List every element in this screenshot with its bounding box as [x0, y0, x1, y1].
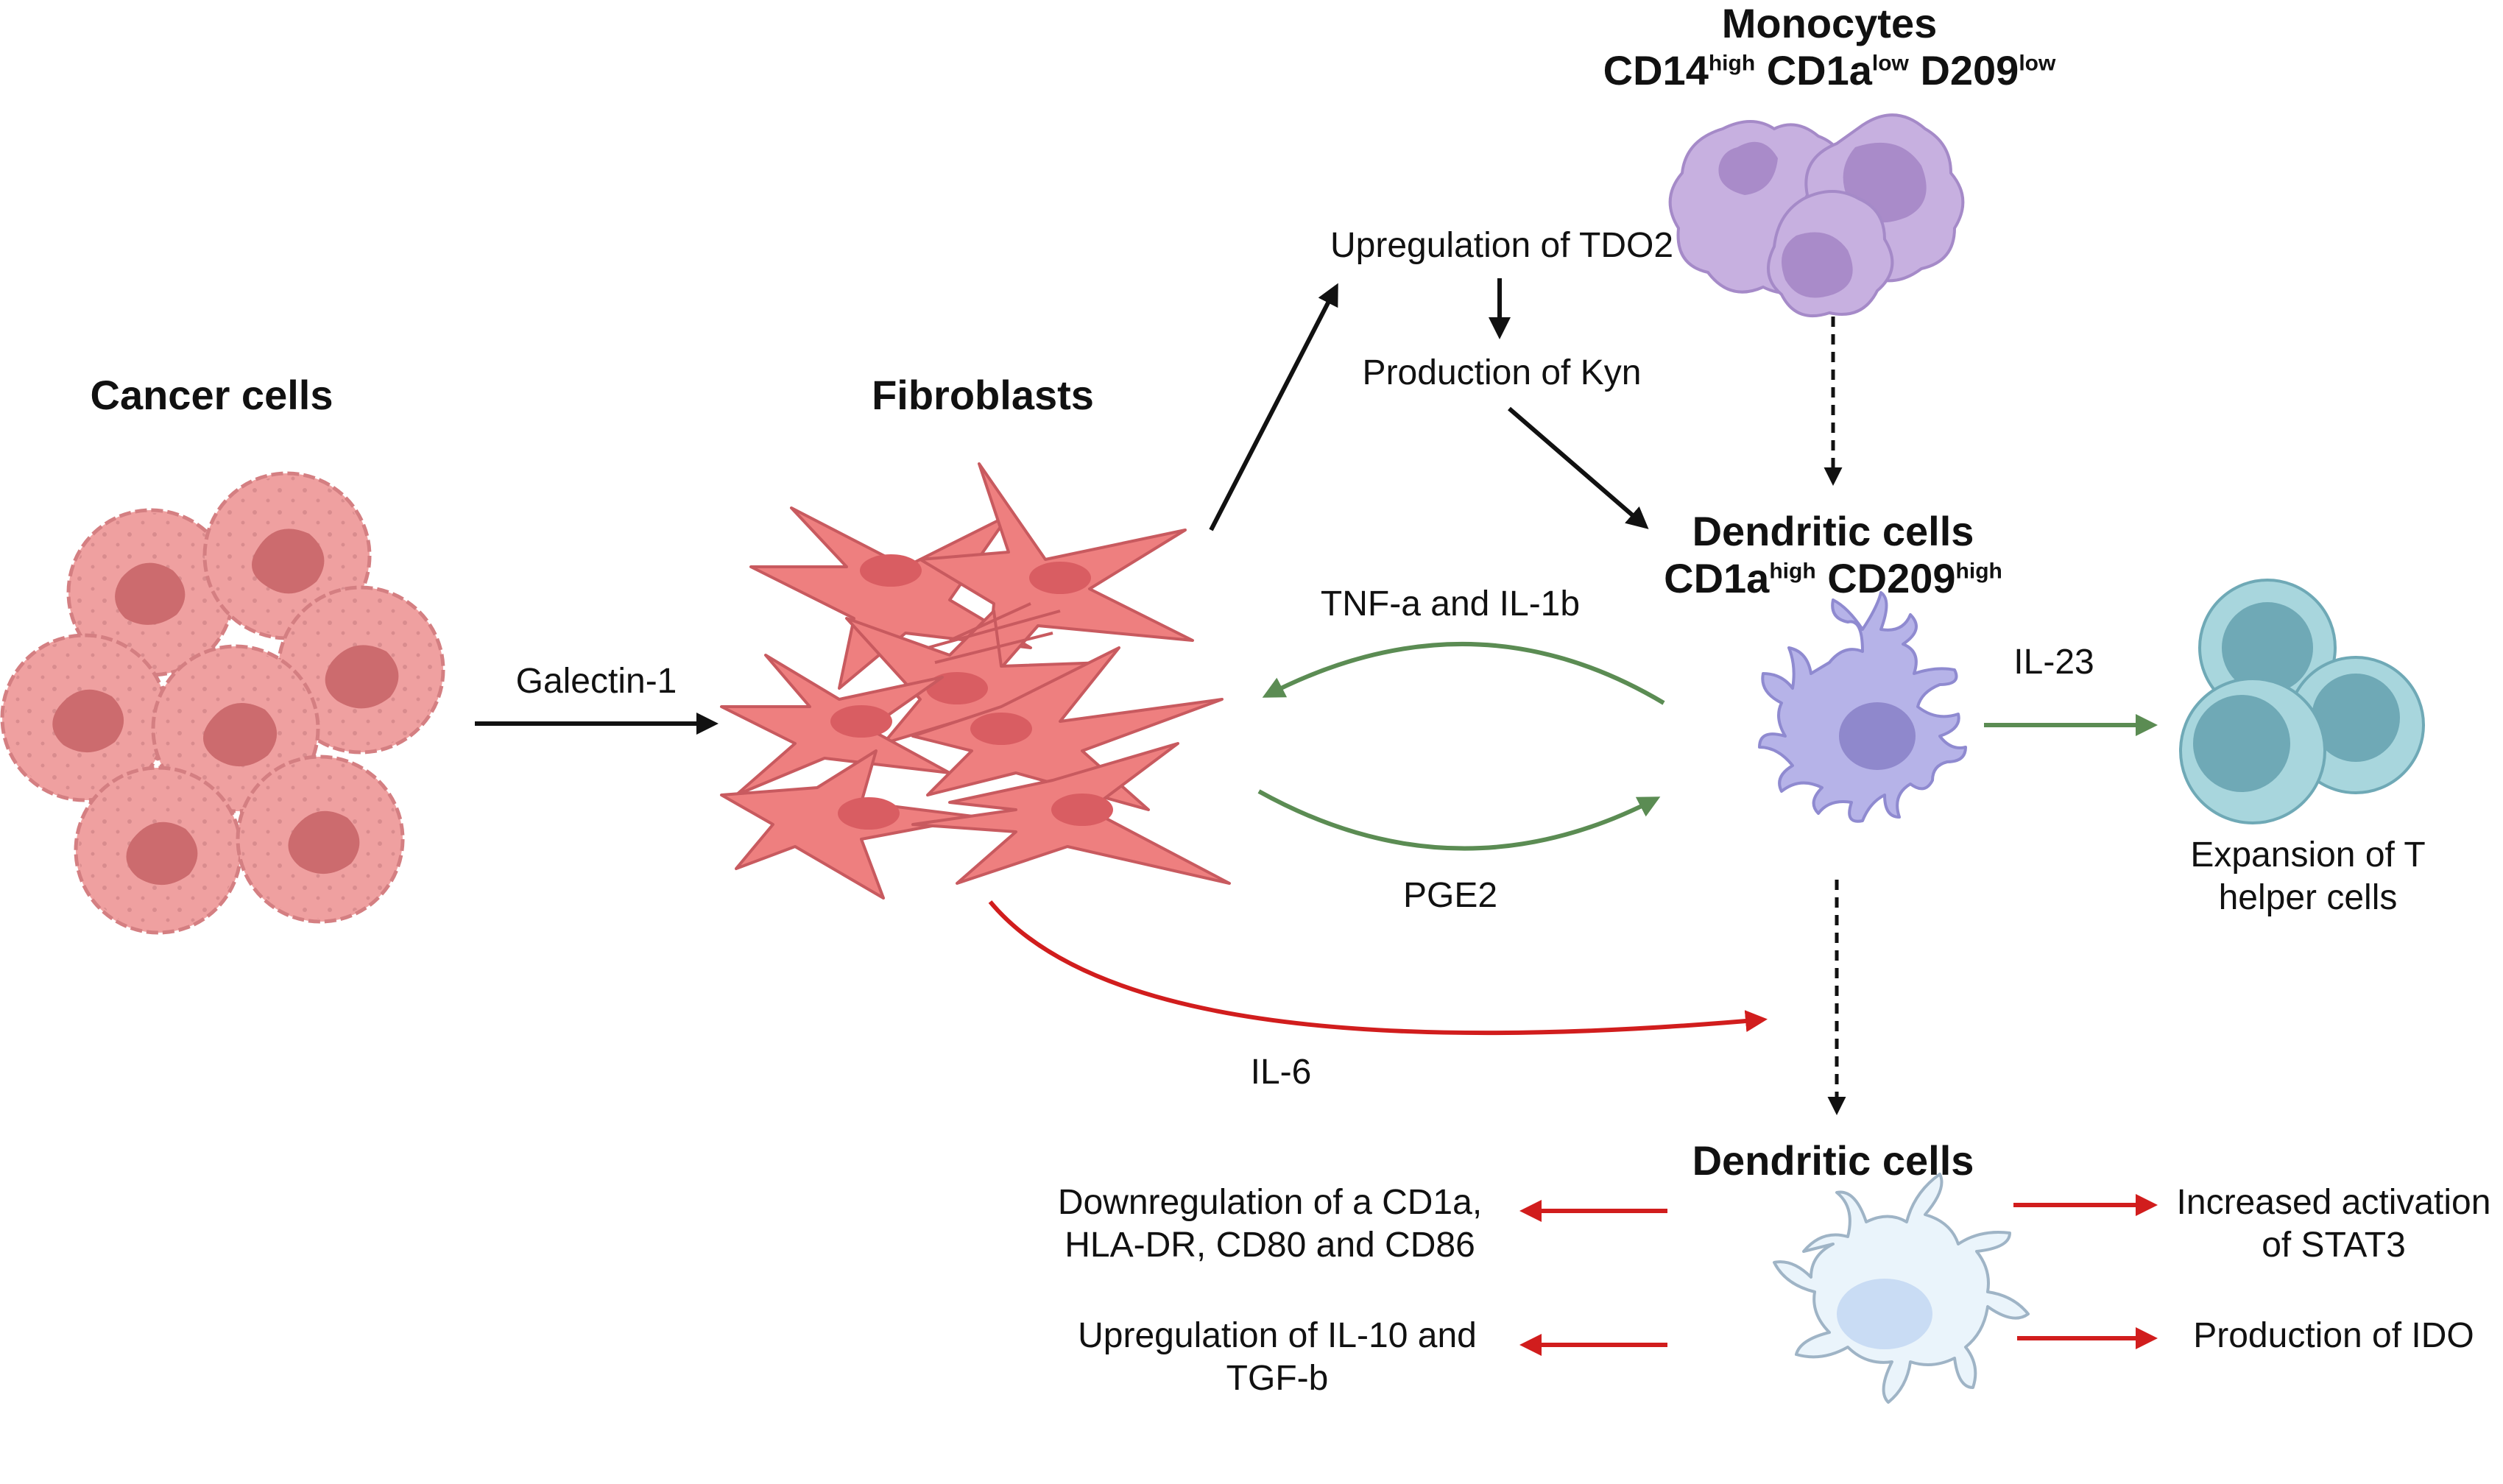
label-il23: IL-23 [2013, 643, 2094, 682]
arrow-pge2 [1257, 789, 1661, 851]
marker: CD1a [1766, 47, 1872, 93]
fibroblast-cell [911, 646, 1224, 811]
marker: CD1a [1664, 555, 1770, 601]
marker-level: low [1871, 51, 1909, 76]
marker-level: low [2019, 51, 2056, 76]
t-helper-label: Expansion of T helper cells [2157, 834, 2459, 919]
t-helper-line1: Expansion of T [2190, 835, 2426, 875]
cancer-cell-cluster-icon [0, 471, 445, 935]
cancer-cell [236, 755, 405, 924]
arrow-kyn-to-dc [1508, 406, 1649, 529]
cancer-cell [276, 585, 445, 755]
label-tdo2: Upregulation of TDO2 [1330, 226, 1674, 265]
marker: D209 [1920, 47, 2019, 93]
monocyte-icon [1668, 113, 1965, 318]
effect-line: Increased activation [2176, 1183, 2491, 1222]
marker-level: high [1769, 559, 1816, 584]
arrow-tnf [1262, 641, 1665, 705]
t-helper-cell-icon [2179, 579, 2425, 824]
fibroblast-network-icon [720, 462, 1231, 900]
marker: CD209 [1827, 555, 1956, 601]
label-il6: IL-6 [1250, 1053, 1312, 1092]
dendritic-mature-label: Dendritic cells CD1ahigh CD209high [1634, 508, 2032, 602]
dendritic-mature-markers: CD1ahigh CD209high [1634, 555, 2032, 602]
effect-line: Downregulation of a CD1a, [1057, 1183, 1483, 1222]
monocytes-markers: CD14high CD1alow D209low [1583, 47, 2076, 94]
dendritic-cell-icon [1758, 591, 1967, 823]
t-helper-line2: helper cells [2218, 878, 2398, 917]
cancer-cell [0, 633, 169, 802]
label-galectin: Galectin-1 [515, 662, 677, 701]
fibroblast-cell [720, 749, 981, 900]
effect-il10: Upregulation of IL-10 and TGF-b [1045, 1315, 1509, 1400]
effect-line: TGF-b [1226, 1359, 1329, 1398]
immature-dendritic-cell-icon [1773, 1173, 2030, 1404]
label-tnf: TNF-a and IL-1b [1320, 584, 1581, 623]
effect-ido: Production of IDO [2172, 1315, 2496, 1357]
effect-stat3: Increased activation of STAT3 [2164, 1181, 2503, 1267]
fibroblast-cell [720, 654, 951, 796]
arrow-il6 [988, 900, 1768, 1036]
arrow-fibroblast-to-tdo2 [1209, 283, 1338, 531]
monocytes-title: Monocytes [1721, 0, 1938, 46]
fibroblast-cell [911, 742, 1231, 885]
cancer-cells-title: Cancer cells [90, 372, 333, 418]
effect-line: of STAT3 [2262, 1226, 2406, 1265]
effect-line: HLA-DR, CD80 and CD86 [1065, 1226, 1475, 1265]
label-kyn: Production of Kyn [1362, 353, 1642, 392]
fibroblast-cell [749, 506, 1032, 690]
label-pge2: PGE2 [1402, 876, 1498, 915]
marker-level: high [1955, 559, 2002, 584]
effect-downregulation: Downregulation of a CD1a, HLA-DR, CD80 a… [1031, 1181, 1509, 1267]
effect-line: Production of IDO [2193, 1316, 2474, 1355]
marker: CD14 [1603, 47, 1709, 93]
dendritic-tolerogenic-title: Dendritic cells [1692, 1137, 1974, 1184]
fibroblast-cell [919, 462, 1194, 686]
monocytes-label: Monocytes CD14high CD1alow D209low [1583, 0, 2076, 94]
effect-line: Upregulation of IL-10 and [1078, 1316, 1477, 1355]
marker-level: high [1708, 51, 1756, 76]
cancer-cell [66, 508, 236, 677]
fibroblasts-title: Fibroblasts [872, 372, 1094, 418]
cancer-cell [74, 766, 243, 935]
dendritic-mature-title: Dendritic cells [1692, 508, 1974, 554]
